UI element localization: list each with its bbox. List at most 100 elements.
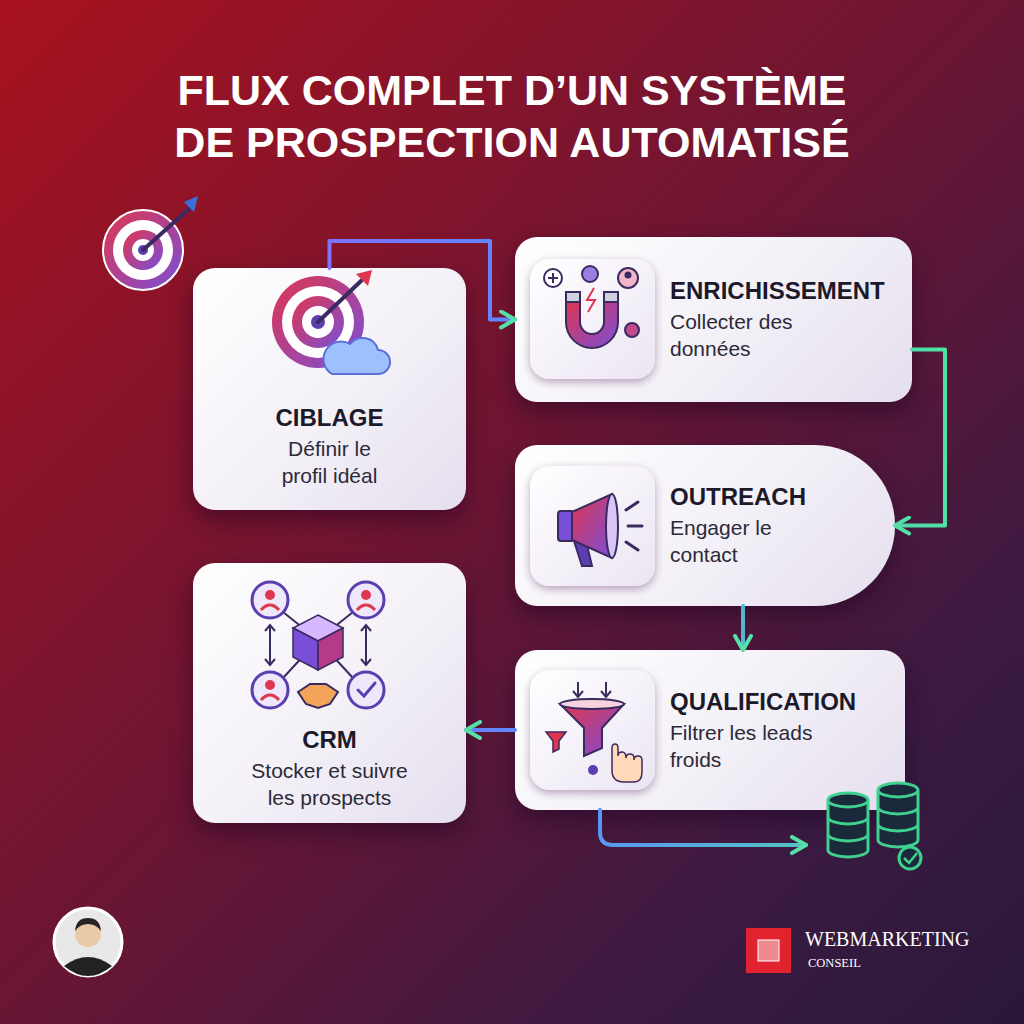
avatar-suit [64, 957, 112, 976]
check-circle [348, 672, 384, 708]
box-heading: OUTREACH [670, 483, 806, 511]
person-shoulders [261, 605, 279, 610]
box-text: Engager le contact [670, 514, 810, 568]
megaphone-horn [572, 494, 612, 558]
logo-square [746, 928, 791, 973]
person-symbol [618, 268, 638, 288]
plus-sign [548, 273, 558, 283]
check-mark [358, 683, 375, 696]
target-center [138, 245, 148, 255]
target-ring [292, 296, 344, 348]
flow-arrow [741, 606, 745, 650]
magnet-tip [604, 292, 618, 302]
person-shoulders [357, 605, 375, 610]
flow-arrow [895, 350, 945, 526]
database-cylinder [828, 793, 868, 857]
megaphone-bell [606, 494, 618, 558]
plus-symbol [544, 269, 562, 287]
database-icon [828, 783, 921, 869]
target-arrow [318, 280, 362, 322]
arrow-fletching [356, 270, 372, 286]
person-head [625, 272, 632, 279]
funnel-rim [560, 699, 624, 709]
person-head [265, 680, 275, 690]
megaphone-handle [574, 541, 592, 566]
data-dot [582, 266, 598, 282]
process-box: CIBLAGE Définir le profil idéal [193, 268, 466, 510]
diagram-title: FLUX COMPLET D’UN SYSTÈME DE PROSPECTION… [157, 64, 867, 168]
arrow-fletching [184, 196, 198, 212]
box-text: Stocker et suivre les prospects [242, 757, 417, 811]
target-icon [103, 196, 198, 290]
magnet-icon [530, 259, 655, 379]
funnel-body [560, 704, 624, 756]
megaphone-back [558, 511, 574, 541]
box-heading: QUALIFICATION [670, 688, 856, 716]
magnet-tip [566, 292, 580, 302]
database-cylinder [878, 783, 918, 847]
flow-arrow [466, 728, 515, 732]
sound-lines [626, 502, 642, 550]
megaphone-icon [530, 466, 655, 586]
data-dot [625, 323, 639, 337]
avatar-face [75, 921, 101, 947]
person-circle [252, 672, 288, 708]
icon-tile [530, 259, 655, 379]
cube-left [293, 628, 318, 670]
person-shoulders [261, 695, 279, 700]
cube-top [293, 615, 343, 641]
logo-inner-square [758, 940, 779, 961]
box-text: Filtrer les leads froids [670, 719, 845, 773]
target-ring [272, 276, 364, 368]
target-center [311, 315, 325, 329]
avatar-icon [54, 908, 122, 976]
box-heading: CIBLAGE [276, 404, 384, 432]
funnel-icon [530, 670, 655, 790]
magnet-body [566, 300, 618, 348]
icon-tile [530, 670, 655, 790]
cloud-symbol [324, 338, 390, 374]
network-lines [283, 612, 353, 678]
person-circle [348, 582, 384, 618]
target-ring [132, 239, 154, 261]
box-heading: CRM [302, 726, 357, 754]
target-ring [103, 210, 183, 290]
target-ring [302, 306, 334, 338]
avatar-circle [54, 908, 122, 976]
box-text: Collecter des données [670, 308, 800, 362]
output-dot [588, 765, 598, 775]
logo-text: CONSEIL [808, 956, 861, 971]
target-icon [272, 270, 390, 374]
target-ring [113, 220, 173, 280]
output-wire [600, 810, 806, 845]
icon-tile [530, 466, 655, 586]
check-circle [899, 847, 921, 869]
avatar-hair [75, 918, 101, 931]
logo-text: WEBMARKETING [805, 928, 969, 951]
spark-symbol [587, 288, 595, 312]
process-box: ENRICHISSEMENT Collecter des données [515, 237, 912, 402]
small-funnel [546, 732, 566, 752]
handshake-symbol [298, 684, 338, 708]
target-ring [123, 230, 163, 270]
input-arrows [573, 682, 611, 697]
person-head [265, 590, 275, 600]
box-heading: ENRICHISSEMENT [670, 277, 885, 305]
process-box: CRM Stocker et suivre les prospects [193, 563, 466, 823]
process-box: QUALIFICATION Filtrer les leads froids [515, 650, 905, 810]
target-ring [282, 286, 354, 358]
flow-arrow [330, 241, 516, 320]
sync-arrows [265, 625, 371, 665]
pointing-hand [612, 744, 642, 782]
person-head [361, 590, 371, 600]
process-box: OUTREACH Engager le contact [515, 445, 895, 606]
crm-network-icon [252, 582, 384, 708]
target-arrow [143, 208, 190, 250]
logo-mark [746, 928, 791, 973]
cube-right [318, 628, 343, 670]
box-text: Définir le profil idéal [265, 435, 395, 489]
person-circle [252, 582, 288, 618]
check-mark [904, 853, 917, 863]
